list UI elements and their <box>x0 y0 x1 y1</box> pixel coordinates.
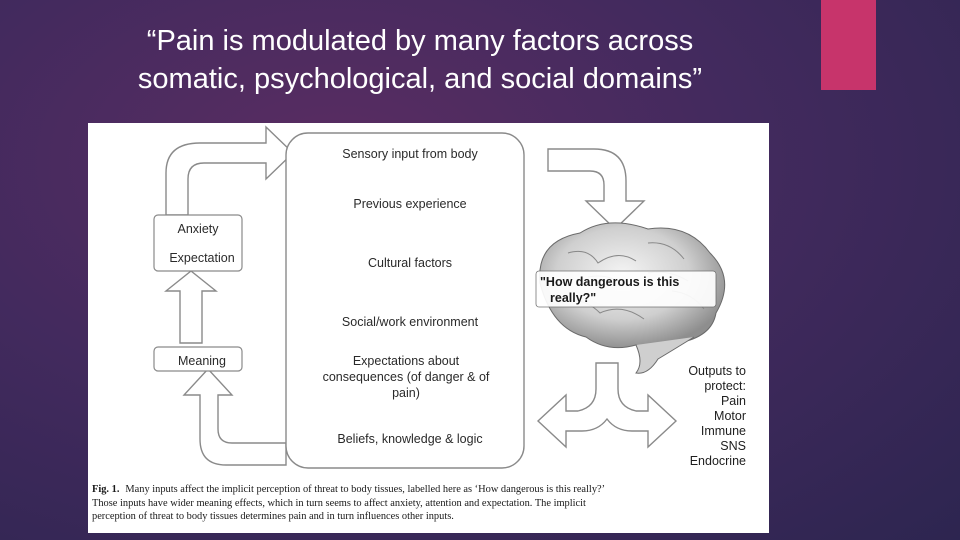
inputs-box <box>285 132 525 469</box>
input-previous-experience: Previous experience <box>353 197 466 211</box>
caption-label: Fig. 1. <box>92 484 120 495</box>
input-expectations-1: Expectations about <box>353 354 460 368</box>
slide-title: “Pain is modulated by many factors acros… <box>40 22 800 98</box>
pain-model-figure: Anxiety Expectation Meaning Sensory inpu… <box>88 123 769 533</box>
output-endocrine: Endocrine <box>690 454 746 468</box>
bubble-line-2: really?" <box>550 291 596 305</box>
diagram-canvas: Anxiety Expectation Meaning Sensory inpu… <box>153 125 746 469</box>
output-sns: SNS <box>720 439 746 453</box>
output-immune: Immune <box>701 424 746 438</box>
threat-bubble <box>535 270 717 308</box>
input-social-work: Social/work environment <box>342 315 479 329</box>
expectation-label: Expectation <box>169 251 234 265</box>
arrow-curve-top-right <box>547 148 646 230</box>
arrow-curve-bottom-left <box>182 367 287 466</box>
input-beliefs: Beliefs, knowledge & logic <box>337 432 482 446</box>
outputs-heading-1: Outputs to <box>688 364 746 378</box>
caption-line-1: Fig. 1. Many inputs affect the implicit p… <box>92 483 768 497</box>
input-expectations-2: consequences (of danger & of <box>323 370 490 384</box>
meaning-label: Meaning <box>178 354 226 368</box>
caption-line-3: perception of threat to body tissues det… <box>92 511 454 523</box>
output-pain: Pain <box>721 394 746 408</box>
input-cultural: Cultural factors <box>368 256 452 270</box>
figure-caption: Fig. 1. Many inputs affect the implicit p… <box>92 483 768 524</box>
anxiety-expectation-box <box>153 214 243 272</box>
arrow-split-bottom-right <box>536 362 678 449</box>
outputs-heading-2: protect: <box>704 379 746 393</box>
input-sensory: Sensory input from body <box>342 147 478 161</box>
caption-text-1: Many inputs affect the implicit percepti… <box>125 484 606 495</box>
accent-bar <box>821 0 876 90</box>
arrow-curve-top-left <box>165 125 295 216</box>
output-motor: Motor <box>714 409 746 423</box>
input-expectations-3: pain) <box>392 386 420 400</box>
slide-title-line-2: somatic, psychological, and social domai… <box>137 63 703 95</box>
slide-title-line-1: “Pain is modulated by many factors acros… <box>146 25 694 57</box>
anxiety-label: Anxiety <box>178 222 220 236</box>
meaning-box <box>153 346 243 372</box>
caption-line-2: Those inputs have wider meaning effects,… <box>92 497 586 509</box>
bubble-line-1: "How dangerous is this <box>540 275 679 289</box>
arrow-up-left <box>164 270 218 344</box>
